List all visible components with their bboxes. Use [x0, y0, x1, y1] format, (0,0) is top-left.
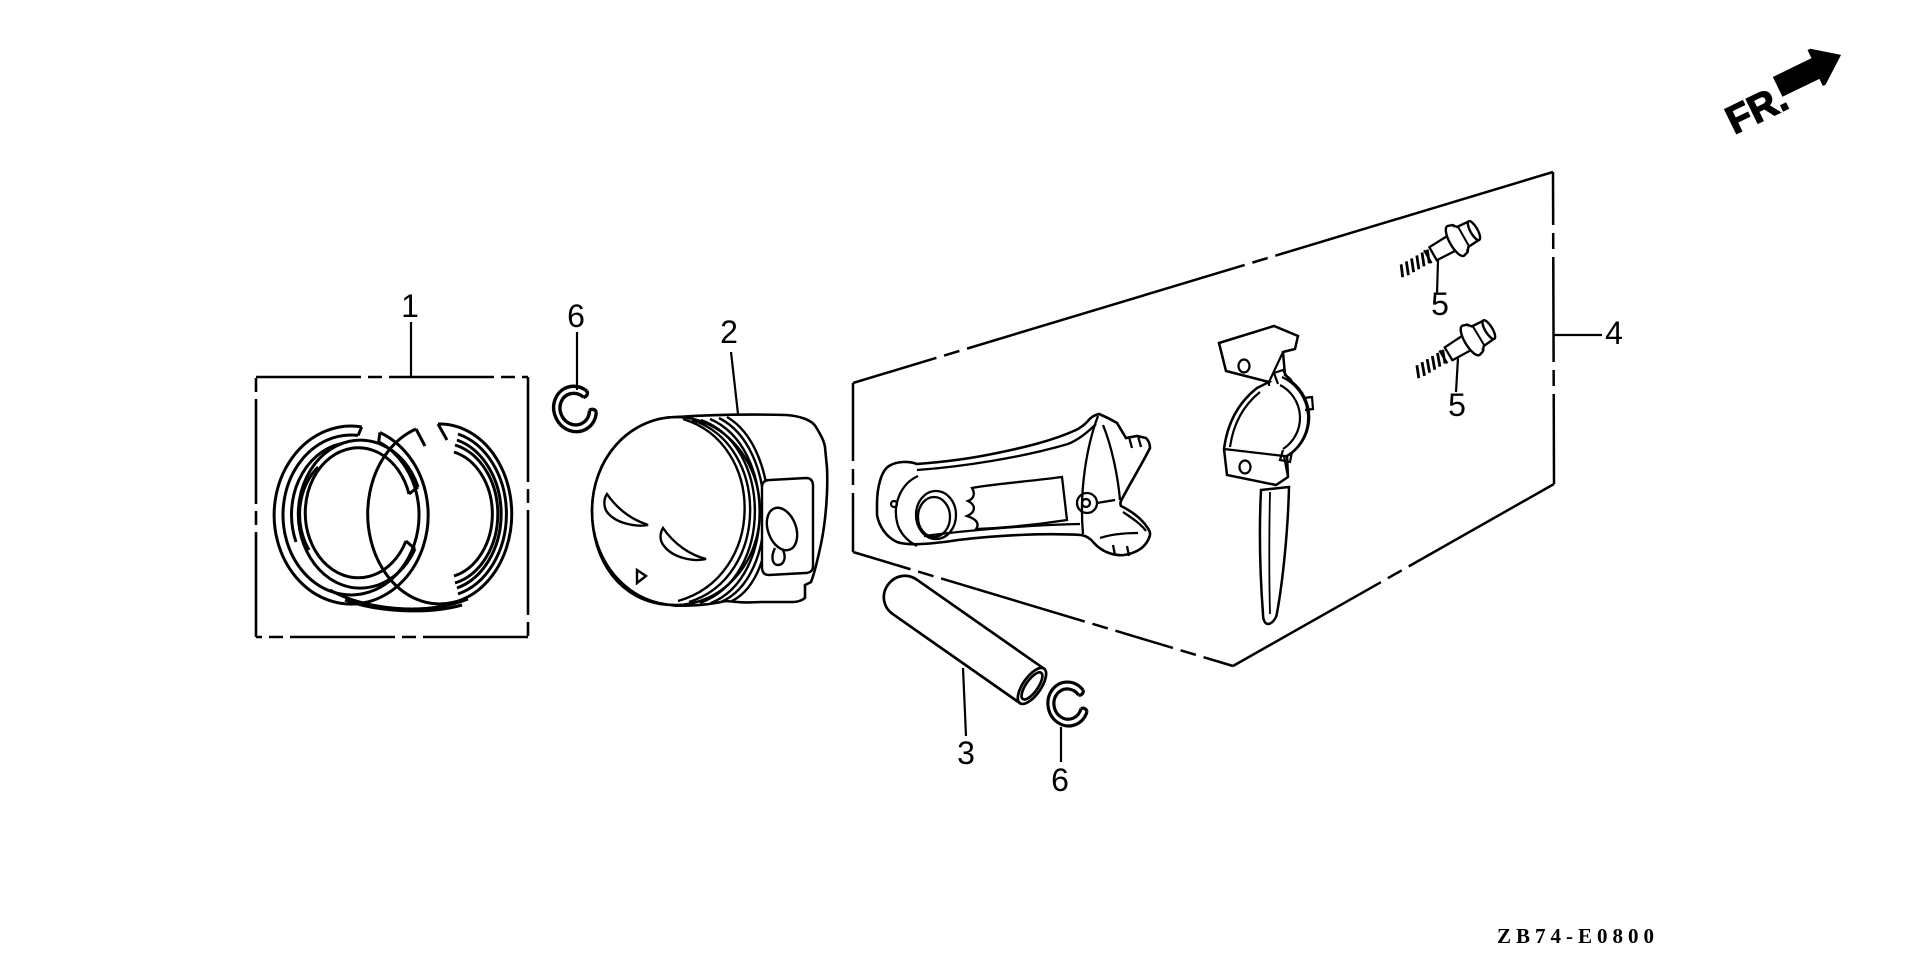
svg-text:6: 6 — [567, 298, 585, 334]
svg-text:4: 4 — [1605, 315, 1623, 351]
svg-text:6: 6 — [1051, 762, 1069, 798]
svg-text:3: 3 — [957, 735, 975, 771]
svg-text:ZB74-E0800: ZB74-E0800 — [1497, 924, 1659, 948]
svg-text:1: 1 — [401, 288, 419, 324]
svg-text:5: 5 — [1448, 387, 1466, 423]
svg-text:5: 5 — [1431, 286, 1449, 322]
svg-text:2: 2 — [720, 314, 738, 350]
